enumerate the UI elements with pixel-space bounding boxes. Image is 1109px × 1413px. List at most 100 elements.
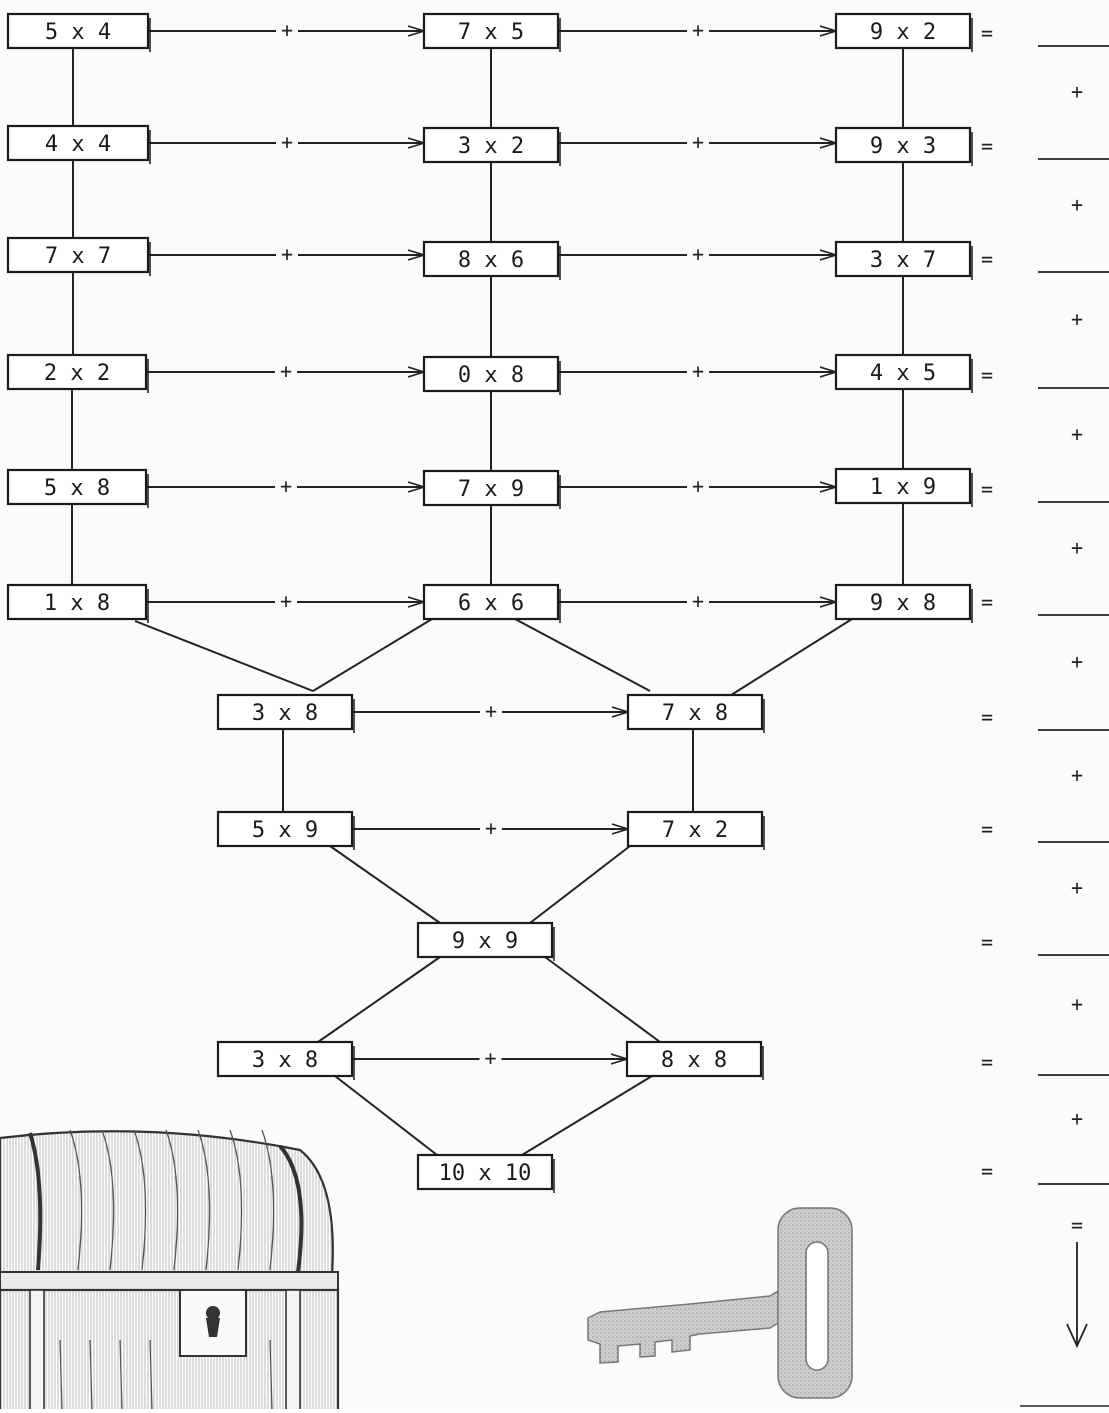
problem-box: 3 x 8: [218, 1042, 354, 1080]
plus-sign: +: [281, 130, 293, 154]
plus-sign: +: [485, 816, 497, 840]
problem-text: 5 x 4: [45, 20, 111, 45]
problem-text: 8 x 6: [458, 248, 524, 273]
problem-box: 3 x 2: [424, 128, 560, 166]
problem-text: 5 x 9: [252, 818, 318, 843]
diagonal-connector-line: [545, 957, 660, 1042]
plus-sign: +: [1071, 650, 1083, 674]
problem-text: 3 x 8: [252, 1048, 318, 1073]
diagonal-connector-line: [728, 619, 852, 697]
diagonal-connector-line: [313, 619, 432, 691]
problem-box: 9 x 9: [418, 923, 554, 961]
key-illustration: [588, 1208, 852, 1398]
plus-sign: +: [1071, 1107, 1083, 1131]
problem-box: 9 x 3: [836, 128, 972, 166]
problem-box: 4 x 4: [8, 126, 150, 164]
plus-sign: +: [1071, 80, 1083, 104]
problem-text: 7 x 5: [458, 20, 524, 45]
problem-text: 7 x 2: [662, 818, 728, 843]
plus-sign: +: [281, 18, 293, 42]
diagonal-connector-line: [515, 619, 650, 691]
plus-sign: +: [280, 474, 292, 498]
problem-box: 7 x 9: [424, 471, 560, 509]
problem-text: 9 x 3: [870, 134, 936, 159]
plus-sign: +: [1071, 307, 1083, 331]
problem-box: 8 x 6: [424, 242, 560, 280]
equals-sign: =: [981, 817, 993, 841]
plus-sign: +: [485, 699, 497, 723]
problem-box: 5 x 4: [8, 14, 150, 52]
problem-text: 7 x 9: [458, 477, 524, 502]
problem-box: 7 x 8: [628, 695, 764, 733]
equals-sign: =: [981, 1159, 993, 1183]
plus-sign: +: [484, 1046, 496, 1070]
problem-box: 1 x 8: [8, 585, 148, 623]
plus-sign: +: [1071, 193, 1083, 217]
problem-text: 9 x 8: [870, 591, 936, 616]
equals-sign: =: [981, 247, 993, 271]
treasure-chest-illustration: [0, 1130, 338, 1409]
problem-text: 5 x 8: [44, 476, 110, 501]
problem-text: 3 x 7: [870, 248, 936, 273]
problem-box: 7 x 5: [424, 14, 560, 52]
plus-sign: +: [1071, 876, 1083, 900]
equals-sign: =: [981, 930, 993, 954]
problem-text: 8 x 8: [661, 1048, 727, 1073]
problem-text: 1 x 8: [44, 591, 110, 616]
problem-box: 2 x 2: [8, 355, 148, 393]
problem-box: 9 x 8: [836, 585, 972, 623]
diagonal-connector-line: [330, 846, 440, 923]
plus-sign: +: [692, 474, 704, 498]
problem-box: 6 x 6: [424, 585, 560, 623]
problem-box: 3 x 8: [218, 695, 354, 733]
plus-sign: +: [280, 589, 292, 613]
problem-text: 3 x 8: [252, 701, 318, 726]
problem-text: 3 x 2: [458, 134, 524, 159]
diagonal-connector-line: [135, 621, 313, 691]
plus-sign: +: [1071, 763, 1083, 787]
plus-sign: +: [1071, 422, 1083, 446]
diagonal-connector-line: [522, 1076, 652, 1155]
problem-text: 9 x 9: [452, 929, 518, 954]
problem-text: 6 x 6: [458, 591, 524, 616]
problem-text: 7 x 7: [45, 244, 111, 269]
problem-box: 7 x 2: [628, 812, 764, 850]
problem-text: 4 x 4: [45, 132, 111, 157]
plus-sign: +: [1071, 536, 1083, 560]
problem-text: 0 x 8: [458, 363, 524, 388]
problem-box: 5 x 9: [218, 812, 354, 850]
plus-sign: +: [692, 242, 704, 266]
problem-box: 9 x 2: [836, 14, 972, 52]
equals-sign: =: [981, 1050, 993, 1074]
problem-box: 8 x 8: [627, 1042, 763, 1080]
plus-sign: +: [692, 589, 704, 613]
problem-text: 9 x 2: [870, 20, 936, 45]
problem-box: 0 x 8: [424, 357, 560, 395]
problem-text: 2 x 2: [44, 361, 110, 386]
problem-text: 10 x 10: [439, 1161, 532, 1186]
plus-sign: +: [1071, 992, 1083, 1016]
equals-sign: =: [981, 21, 993, 45]
plus-sign: +: [280, 359, 292, 383]
problem-box: 5 x 8: [8, 470, 148, 508]
diagonal-connector-line: [335, 1076, 437, 1155]
problem-box: 4 x 5: [836, 355, 972, 393]
problem-box: 7 x 7: [8, 238, 150, 276]
diagonal-connector-line: [530, 846, 630, 923]
plus-sign: +: [692, 18, 704, 42]
plus-sign: +: [692, 130, 704, 154]
plus-sign: +: [281, 242, 293, 266]
equals-sign: =: [981, 705, 993, 729]
equals-sign: =: [981, 590, 993, 614]
diagonal-connector-line: [318, 957, 440, 1042]
problem-text: 7 x 8: [662, 701, 728, 726]
equals-sign: =: [1071, 1213, 1083, 1237]
equals-sign: =: [981, 134, 993, 158]
problem-text: 4 x 5: [870, 361, 936, 386]
plus-sign: +: [692, 359, 704, 383]
problem-box: 3 x 7: [836, 242, 972, 280]
problem-box: 1 x 9: [836, 469, 972, 507]
problem-text: 1 x 9: [870, 475, 936, 500]
